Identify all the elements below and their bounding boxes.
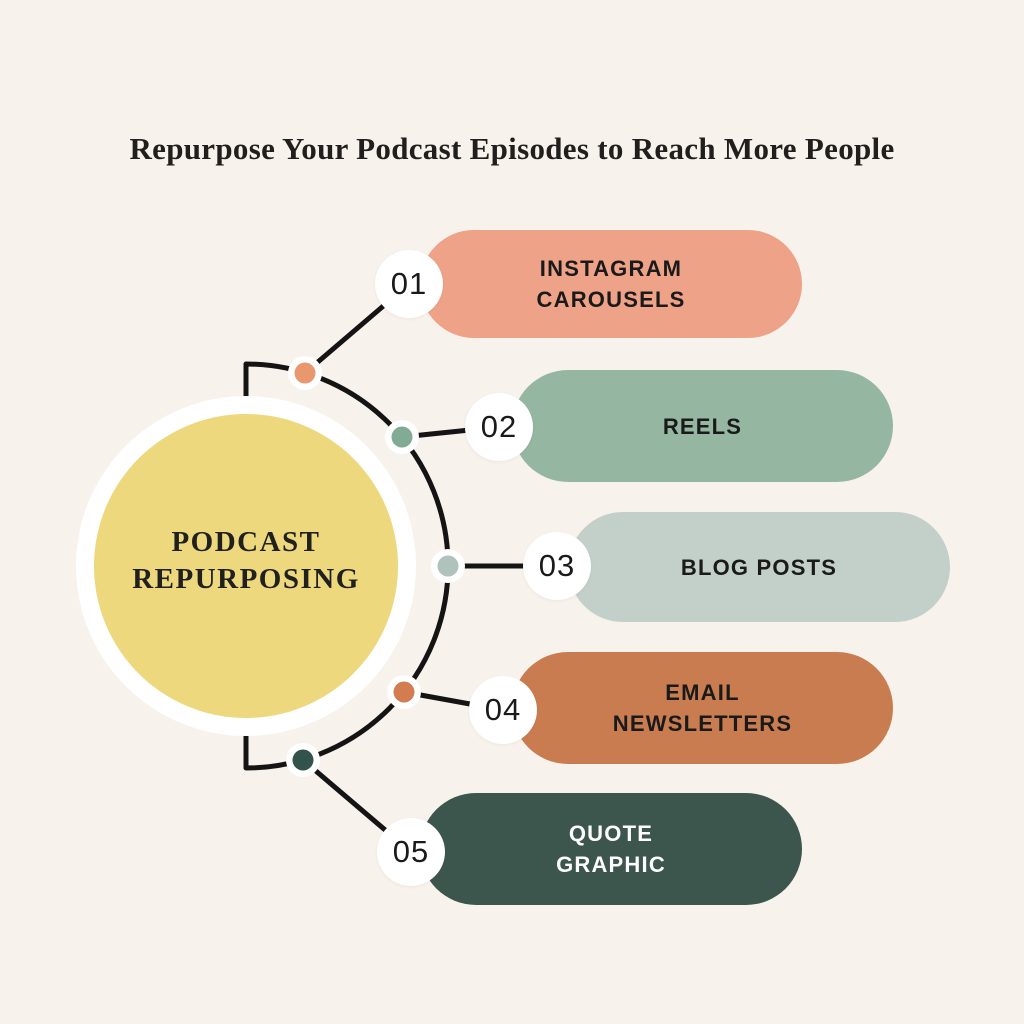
step-number-label: 01 bbox=[390, 266, 428, 301]
pill-label-line: QUOTE bbox=[568, 821, 654, 846]
connector-dot-4 bbox=[393, 681, 415, 703]
page-title: Repurpose Your Podcast Episodes to Reach… bbox=[129, 131, 895, 166]
pill-label-line: INSTAGRAM bbox=[539, 256, 683, 281]
center-label-line1: PODCAST bbox=[171, 526, 321, 558]
connector-dot-1 bbox=[294, 362, 316, 384]
step-number-label: 04 bbox=[484, 692, 522, 727]
step-number-label: 03 bbox=[538, 548, 576, 583]
pill-label-line: BLOG POSTS bbox=[680, 554, 838, 580]
center-node-ring: PODCAST REPURPOSING bbox=[76, 396, 416, 736]
center-node: PODCAST REPURPOSING bbox=[94, 414, 398, 718]
pill-label-line: REELS bbox=[662, 413, 743, 439]
step-number-2: 02 bbox=[465, 393, 533, 461]
pill-label-line: GRAPHIC bbox=[556, 852, 666, 877]
pill-instagram-carousels: INSTAGRAM CAROUSELS bbox=[420, 230, 802, 338]
pill-quote-graphic: QUOTE GRAPHIC bbox=[420, 793, 802, 905]
step-number-label: 02 bbox=[480, 409, 518, 444]
connector-dot-5 bbox=[292, 749, 314, 771]
step-number-label: 05 bbox=[392, 834, 430, 869]
step-number-3: 03 bbox=[523, 532, 591, 600]
step-number-5: 05 bbox=[377, 818, 445, 886]
step-number-1: 01 bbox=[375, 250, 443, 318]
pill-label-line: CAROUSELS bbox=[536, 287, 686, 312]
center-label-line2: REPURPOSING bbox=[132, 563, 360, 595]
connector-dot-2 bbox=[391, 426, 413, 448]
pill-email-newsletters: EMAIL NEWSLETTERS bbox=[512, 652, 893, 764]
connector-dot-3 bbox=[437, 555, 459, 577]
pill-label-line: NEWSLETTERS bbox=[612, 711, 793, 736]
pill-reels: REELS bbox=[512, 370, 893, 482]
step-number-4: 04 bbox=[469, 676, 537, 744]
pill-label-line: EMAIL bbox=[665, 680, 740, 705]
pill-blog-posts: BLOG POSTS bbox=[568, 512, 950, 622]
